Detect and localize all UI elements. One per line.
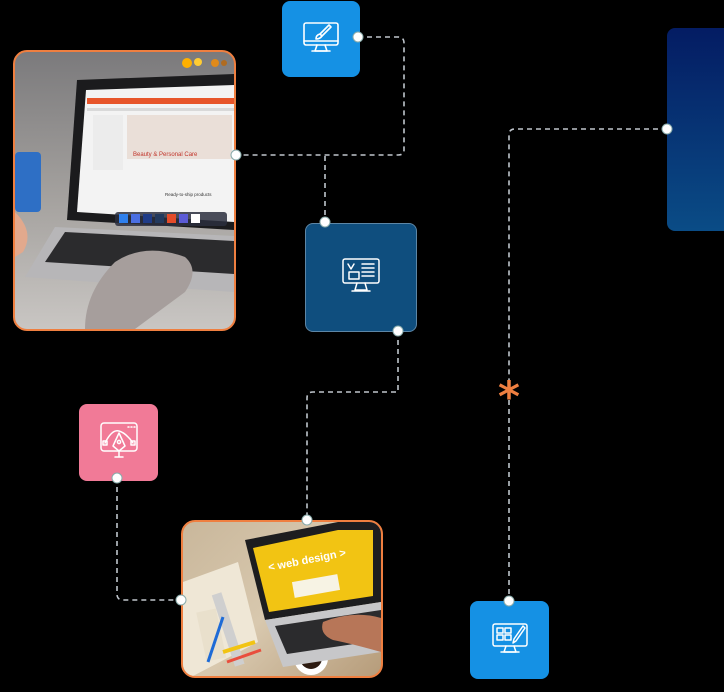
connector-panel-to-star [508,128,667,395]
monitor-layout-edit-icon [490,618,530,663]
node-webdesign-top [301,514,313,526]
vector-tile[interactable] [79,404,158,481]
node-news-bottom [392,325,404,337]
connector-vector-to-webdesign [116,478,181,601]
node-layout-tile [503,595,515,607]
node-vector-tile [111,472,123,484]
photo-laptop-shopping: Beauty & Personal Care Ready-to-ship pro… [13,50,236,331]
monitor-article-icon [339,253,383,302]
node-panel [661,123,673,135]
screen-banner-text: Beauty & Personal Care [133,152,198,158]
node-design-tile [352,31,364,43]
photo-web-design: < web design > [181,520,383,678]
gradient-panel [667,28,724,231]
node-webdesign-left [175,594,187,606]
node-news-top [319,216,331,228]
screen-section-text: Ready-to-ship products [165,192,212,197]
connector-news-to-webdesign [306,331,399,520]
node-laptop-photo [230,149,242,161]
asterisk-icon: * [498,372,520,422]
connector-design-to-laptop [236,36,405,156]
monitor-brush-icon [301,17,341,62]
news-tile[interactable] [305,223,417,332]
vector-pen-icon [98,419,140,466]
design-tile[interactable] [282,1,360,77]
layout-tile[interactable] [470,601,549,679]
